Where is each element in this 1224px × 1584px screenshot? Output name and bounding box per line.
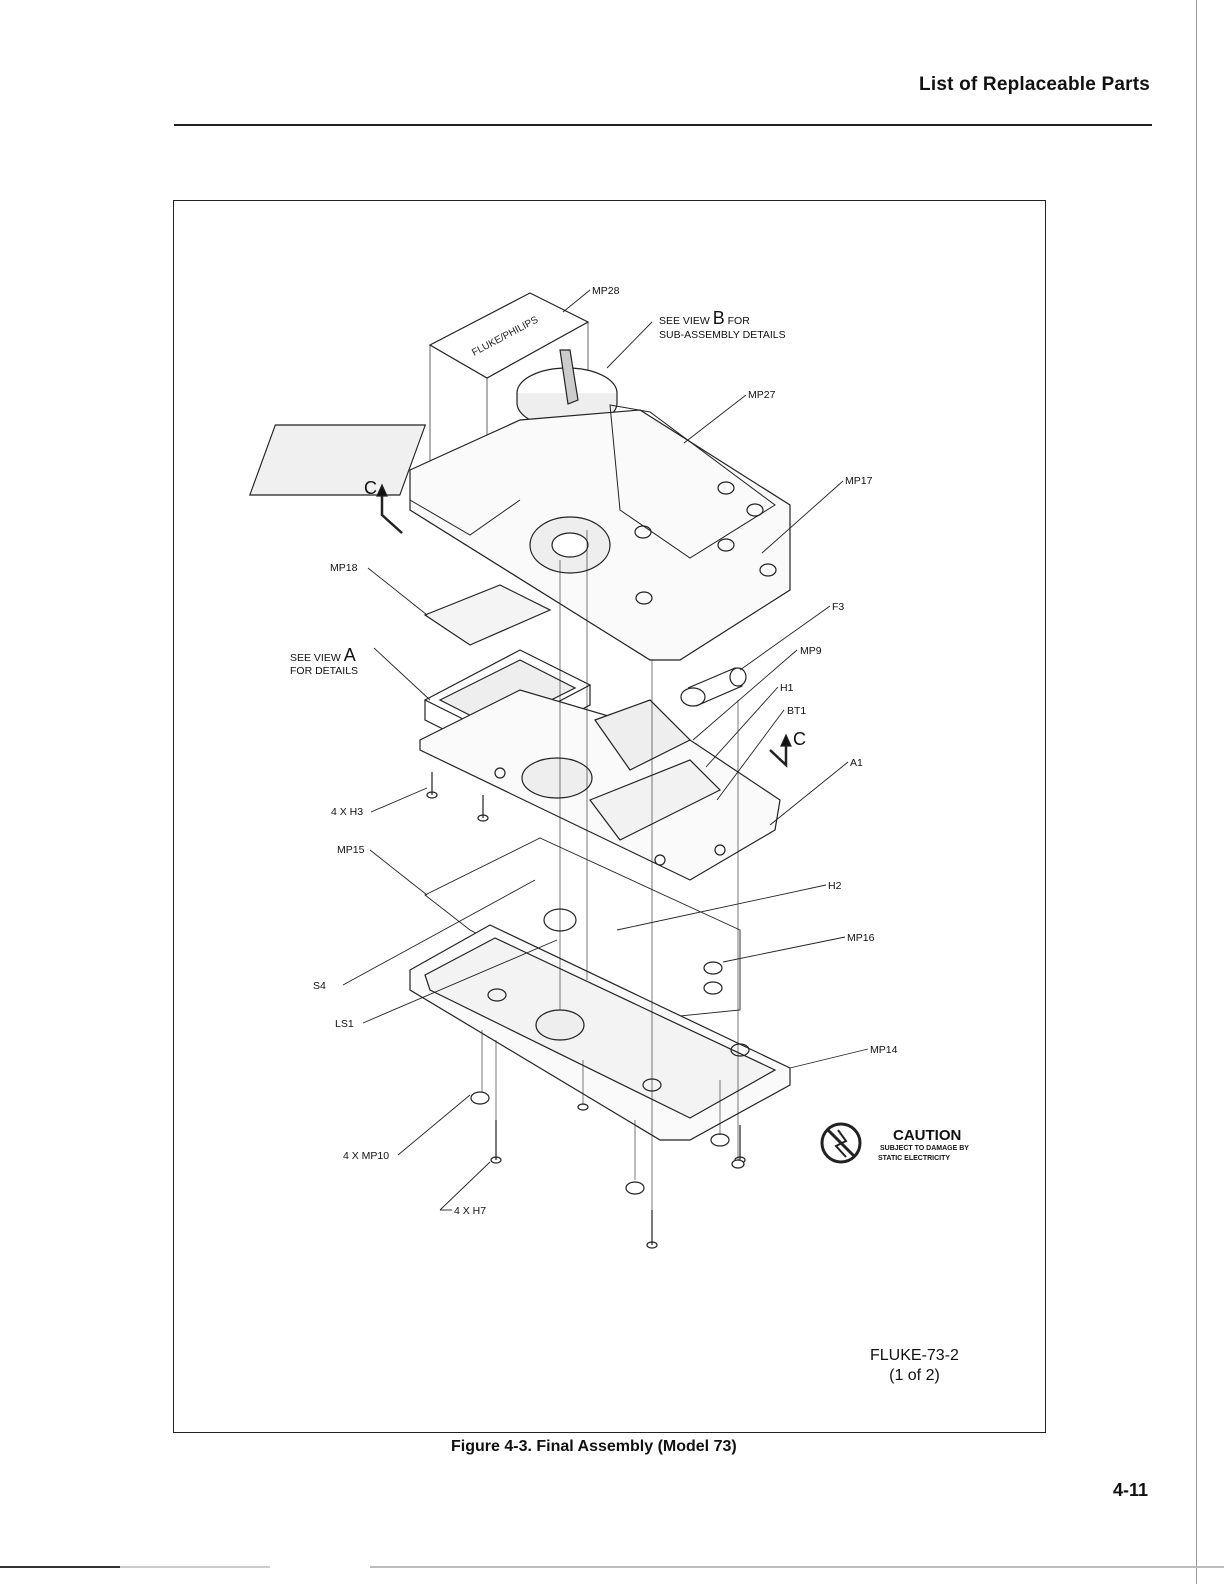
figure-id-line2: (1 of 2) xyxy=(870,1366,959,1386)
section-arrow-bottom xyxy=(770,735,791,765)
mp18-lens xyxy=(425,585,550,645)
caution-line2: STATIC ELECTRICITY xyxy=(878,1155,950,1162)
caution-esd-icon xyxy=(822,1124,860,1162)
label-h1: H1 xyxy=(780,682,794,694)
label-mp10: 4 X MP10 xyxy=(343,1150,389,1162)
label-see-view-a-letter: A xyxy=(344,645,356,665)
fuse-f3 xyxy=(681,668,746,706)
label-mp16: MP16 xyxy=(847,932,875,944)
label-c-bottom: C xyxy=(793,729,806,749)
scan-right-edge xyxy=(1196,0,1197,1584)
label-mp27: MP27 xyxy=(748,389,776,401)
label-c-top: C xyxy=(364,478,377,498)
label-mp15: MP15 xyxy=(337,844,365,856)
label-mp17: MP17 xyxy=(845,475,873,487)
figure-caption: Figure 4-3. Final Assembly (Model 73) xyxy=(451,1438,737,1456)
label-ls1: LS1 xyxy=(335,1018,354,1030)
label-a1: A1 xyxy=(850,757,863,769)
label-mp18: MP18 xyxy=(330,562,358,574)
scan-bottom-edge xyxy=(0,1566,1224,1568)
label-see-view-b-letter: B xyxy=(713,308,725,328)
figure-id-line1: FLUKE-73-2 xyxy=(870,1346,959,1366)
label-mp14: MP14 xyxy=(870,1044,898,1056)
label-see-view-b-pre: SEE VIEW xyxy=(659,315,710,327)
caution-title: CAUTION xyxy=(893,1127,961,1144)
caution-line1: SUBJECT TO DAMAGE BY xyxy=(880,1145,969,1152)
main-pcb-a1 xyxy=(420,690,780,880)
label-h3: 4 X H3 xyxy=(331,806,363,818)
page-number: 4-11 xyxy=(1113,1480,1148,1501)
label-see-view-b-line2: SUB-ASSEMBLY DETAILS xyxy=(659,329,786,341)
label-f3: F3 xyxy=(832,601,844,613)
label-mp9: MP9 xyxy=(800,645,822,657)
figure-id: FLUKE-73-2 (1 of 2) xyxy=(870,1346,959,1386)
label-s4: S4 xyxy=(313,980,326,992)
label-bt1: BT1 xyxy=(787,705,806,717)
label-see-view-b-post: FOR xyxy=(728,315,751,327)
label-see-view-a: SEE VIEW A xyxy=(290,645,356,665)
label-mp28: MP28 xyxy=(592,285,620,297)
label-see-view-a-line2: FOR DETAILS xyxy=(290,665,358,677)
label-h2: H2 xyxy=(828,880,842,892)
label-h7: 4 X H7 xyxy=(454,1205,486,1217)
label-see-view-b: SEE VIEW B FOR xyxy=(659,308,750,328)
label-see-view-a-pre: SEE VIEW xyxy=(290,652,341,664)
